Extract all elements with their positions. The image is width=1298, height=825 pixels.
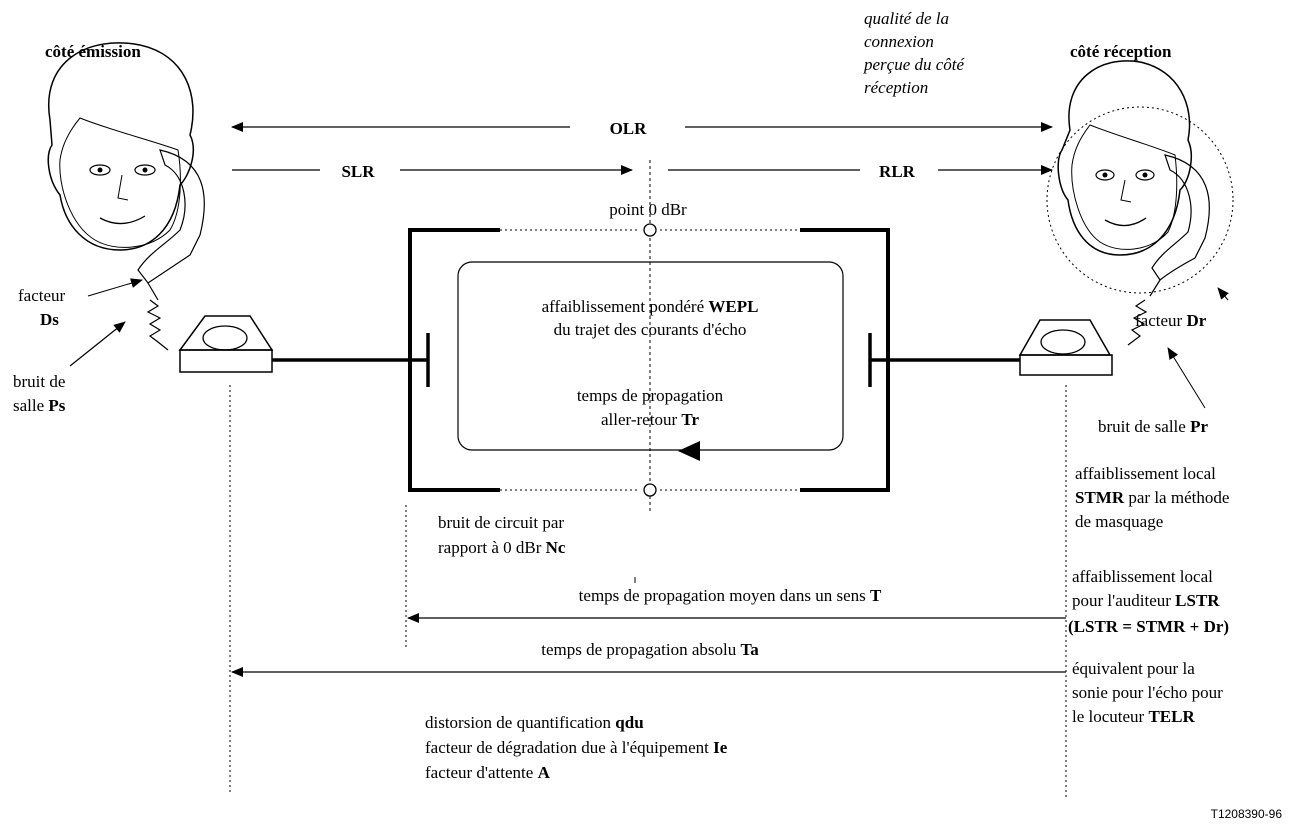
svg-text:bruit de: bruit de (13, 372, 65, 391)
olr-label: OLR (610, 119, 648, 138)
sender-side-title: côté émission (45, 42, 141, 61)
svg-text:rapport à 0 dBr Nc: rapport à 0 dBr Nc (438, 538, 566, 557)
telr-label: équivalent pour la sonie pour l'écho pou… (1072, 659, 1223, 726)
sender-person-illustration (47, 42, 205, 351)
zero-dbr-point-label: point 0 dBr (609, 200, 687, 219)
receiver-room-noise-label: bruit de salle Pr (1098, 417, 1208, 436)
svg-text:salle Ps: salle Ps (13, 396, 66, 415)
svg-text:affaiblissement local: affaiblissement local (1075, 464, 1216, 483)
rlr-label: RLR (879, 162, 916, 181)
sender-telephone-set (178, 315, 274, 373)
one-way-delay-label: temps de propagation moyen dans un sens … (579, 586, 882, 605)
round-trip-delay-label: temps de propagation aller-retour Tr (577, 386, 724, 429)
wepl-label: affaiblissement pondéré WEPL du trajet d… (542, 297, 759, 339)
echo-direction-arrowhead (678, 441, 700, 461)
svg-text:facteur: facteur (18, 286, 66, 305)
receiver-factor-arrow (1217, 287, 1229, 301)
sender-factor-label: facteur Ds (18, 286, 66, 329)
svg-text:connexion: connexion (864, 32, 934, 51)
svg-text:facteur d'attente A: facteur d'attente A (425, 763, 551, 782)
bottom-parameters: distorsion de quantification qdu facteur… (425, 713, 728, 782)
receiver-side-title: côté réception (1070, 42, 1172, 61)
hybrid-right (868, 333, 1020, 387)
svg-text:sonie pour l'écho pour: sonie pour l'écho pour (1072, 683, 1223, 702)
connection-quality-note: qualité de la connexion perçue du côté r… (863, 9, 966, 97)
echo-path-loop (457, 261, 844, 451)
svg-text:réception: réception (864, 78, 928, 97)
sender-room-noise-label: bruit de salle Ps (13, 372, 66, 415)
receiver-factor-label: facteur Dr (1135, 311, 1207, 330)
svg-text:STMR par la méthode: STMR par la méthode (1075, 488, 1229, 507)
figure-id: T1208390-96 (1211, 807, 1283, 821)
receiver-person-illustration (1057, 60, 1210, 346)
sender-factor-arrow (87, 278, 143, 297)
absolute-delay-label: temps de propagation absolu Ta (541, 640, 759, 659)
svg-text:distorsion de quantification q: distorsion de quantification qdu (425, 713, 644, 732)
lstr-label: affaiblissement local pour l'auditeur LS… (1068, 567, 1229, 636)
svg-text:qualité de la: qualité de la (864, 9, 949, 28)
stmr-label: affaiblissement local STMR par la méthod… (1075, 464, 1229, 531)
hybrid-left (272, 333, 430, 387)
svg-text:affaiblissement local: affaiblissement local (1072, 567, 1213, 586)
receiver-telephone-set (1018, 319, 1113, 376)
network-bracket (408, 228, 890, 492)
svg-text:Ds: Ds (40, 310, 59, 329)
receiver-quality-circle (1046, 106, 1234, 294)
svg-text:équivalent pour la: équivalent pour la (1072, 659, 1195, 678)
svg-text:aller-retour Tr: aller-retour Tr (601, 410, 699, 429)
zero-dbr-point-bottom (643, 483, 657, 497)
svg-text:pour l'auditeur LSTR: pour l'auditeur LSTR (1072, 591, 1220, 610)
svg-text:du trajet des courants d'écho: du trajet des courants d'écho (554, 320, 747, 339)
zero-dbr-point-top (643, 223, 657, 237)
svg-text:facteur de dégradation due à l: facteur de dégradation due à l'équipemen… (425, 738, 728, 757)
svg-text:affaiblissement pondéré WEPL: affaiblissement pondéré WEPL (542, 297, 759, 316)
svg-text:perçue du côté: perçue du côté (863, 55, 966, 74)
slr-label: SLR (341, 162, 375, 181)
svg-text:bruit de circuit par: bruit de circuit par (438, 513, 564, 532)
svg-text:de masquage: de masquage (1075, 512, 1163, 531)
svg-text:le locuteur TELR: le locuteur TELR (1072, 707, 1195, 726)
svg-text:(LSTR = STMR + Dr): (LSTR = STMR + Dr) (1068, 617, 1229, 636)
svg-text:temps de propagation: temps de propagation (577, 386, 724, 405)
circuit-noise-label: bruit de circuit par rapport à 0 dBr Nc (438, 513, 566, 557)
receiver-room-noise-arrow (1167, 347, 1206, 409)
sender-room-noise-arrow (69, 321, 126, 367)
